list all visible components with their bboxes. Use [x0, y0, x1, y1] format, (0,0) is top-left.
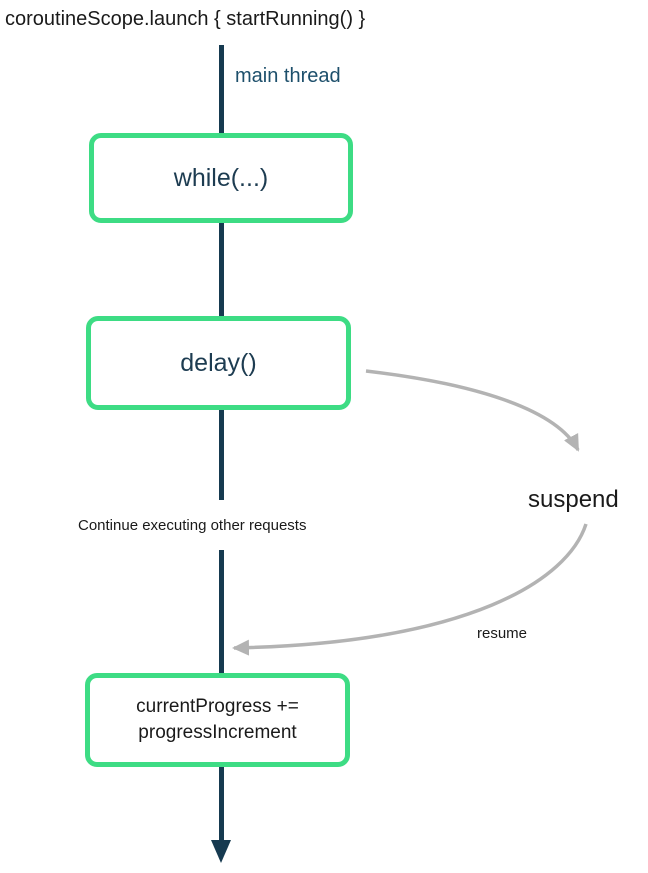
main-thread-line — [219, 45, 224, 845]
main-thread-label: main thread — [235, 65, 341, 87]
node-delay-label: delay() — [180, 348, 257, 377]
resume-arrow — [232, 523, 588, 656]
suspend-arrow — [365, 369, 580, 452]
continue-executing-label: Continue executing other requests — [78, 517, 307, 534]
node-while: while(...) — [89, 133, 353, 223]
node-progress: currentProgress += progressIncrement — [85, 673, 350, 767]
node-while-label: while(...) — [173, 163, 269, 192]
node-progress-line1: currentProgress += — [136, 696, 299, 718]
code-caption: coroutineScope.launch { startRunning() } — [5, 8, 366, 30]
node-progress-line2: progressIncrement — [138, 722, 297, 743]
resume-label: resume — [477, 625, 528, 642]
node-delay: delay() — [86, 316, 351, 410]
suspend-label: suspend — [528, 486, 619, 513]
main-thread-arrowhead-icon — [211, 840, 231, 863]
